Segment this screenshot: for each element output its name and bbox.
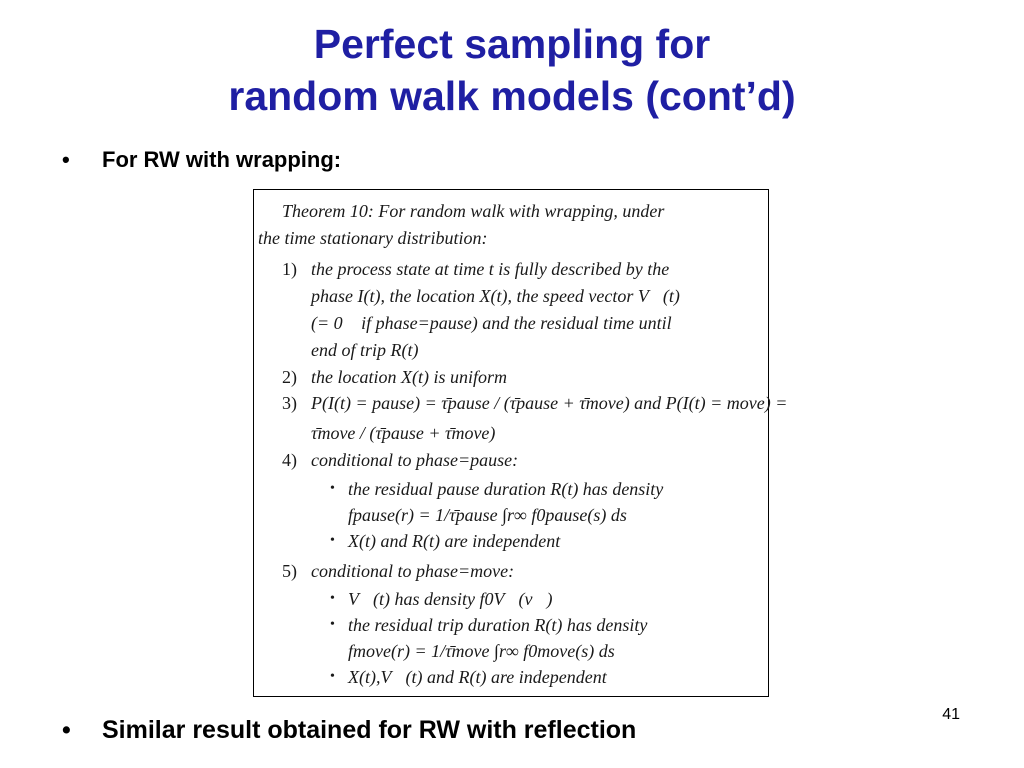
item-line: conditional to phase=pause: (311, 450, 519, 470)
bullet-text: For RW with wrapping: (102, 147, 342, 172)
item-line: τ̄move / (τ̄pause + τ̄move) (311, 423, 496, 443)
subitem-line: X(t) and R(t) are independent (348, 531, 561, 551)
item-line: end of trip R(t) (311, 340, 419, 360)
subitem-line: the residual pause duration R(t) has den… (348, 479, 664, 499)
bullet-dot: • (62, 716, 71, 744)
subitem-line: fpause(r) = 1/τ̄pause ∫r∞ f0pause(s) ds (348, 505, 627, 525)
item-number: 5) (282, 561, 297, 581)
item-line: (= 0⃗ if phase=pause) and the residual t… (311, 313, 672, 333)
item-number: 3) (282, 393, 297, 413)
theorem-header: Theorem 10: For random walk with wrappin… (258, 198, 758, 251)
subitem-line: V⃗(t) has density f0V⃗(v⃗) (348, 589, 553, 609)
subitem-line: X(t),V⃗(t) and R(t) are independent (348, 667, 607, 687)
theorem-header-line: Theorem 10: For random walk with wrappin… (282, 201, 665, 221)
bullet-text: Similar result obtained for RW with refl… (102, 716, 637, 744)
item-line: conditional to phase=move: (311, 561, 515, 581)
theorem-box: Theorem 10: For random walk with wrappin… (253, 189, 787, 697)
item-line: the process state at time t is fully des… (311, 259, 670, 279)
sub-bullet-dot: • (330, 591, 335, 606)
title-line-1: Perfect sampling for (313, 21, 711, 67)
subitem-line: fmove(r) = 1/τ̄move ∫r∞ f0move(s) ds (348, 641, 615, 661)
sub-bullet-dot: • (330, 481, 335, 496)
sub-bullet-dot: • (330, 617, 335, 632)
page-number: 41 (942, 706, 960, 723)
sub-bullet-dot: • (330, 533, 335, 548)
slide-title: Perfect sampling for random walk models … (0, 18, 1024, 122)
item-line: the location X(t) is uniform (311, 367, 507, 387)
bullet-dot: • (62, 147, 70, 172)
subitem-line: the residual trip duration R(t) has dens… (348, 615, 648, 635)
item-number: 2) (282, 367, 297, 387)
bullet-rw-reflection: • Similar result obtained for RW with ref… (62, 716, 636, 744)
theorem-header-line: the time stationary distribution: (258, 227, 488, 248)
sub-bullet-dot: • (330, 669, 335, 684)
bullet-rw-wrapping: • For RW with wrapping: (62, 146, 341, 174)
item-line: phase I(t), the location X(t), the speed… (311, 286, 680, 306)
item-number: 4) (282, 450, 297, 470)
title-line-2: random walk models (cont’d) (228, 73, 796, 119)
item-line: P(I(t) = pause) = τ̄pause / (τ̄pause + τ… (311, 393, 788, 413)
item-number: 1) (282, 259, 297, 279)
